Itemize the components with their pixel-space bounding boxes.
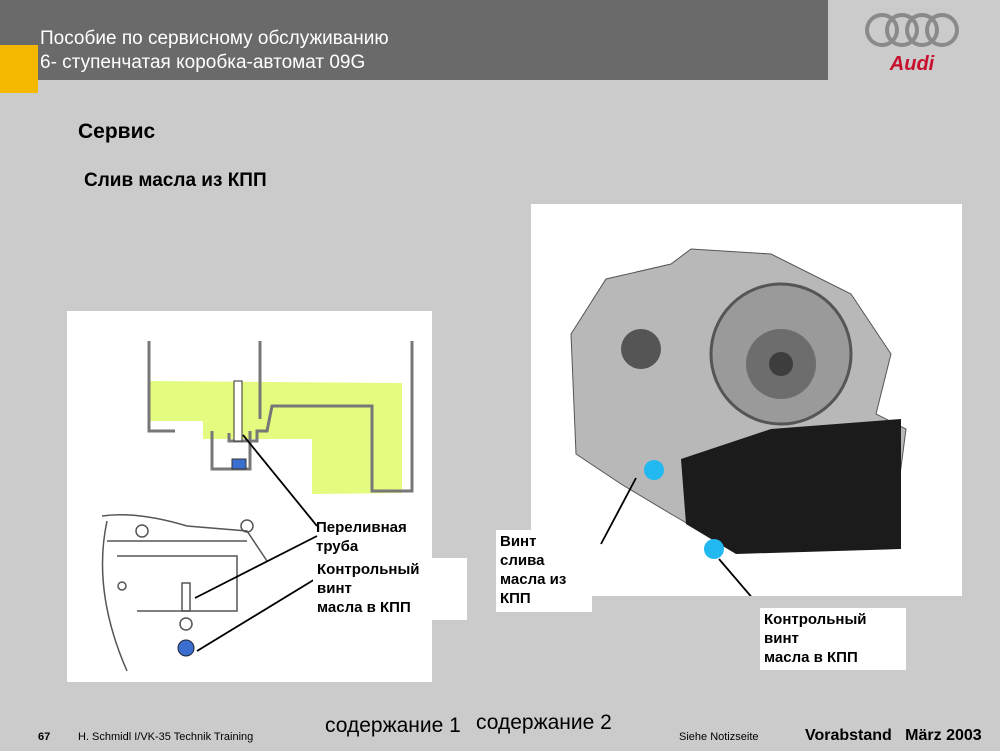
label-line: слива [500, 552, 545, 569]
label-line: масла в КПП [317, 599, 411, 616]
page-subtitle: Слив масла из КПП [84, 170, 267, 191]
accent-block [0, 45, 38, 93]
header-bar [0, 0, 828, 80]
notes-text: Siehe Notizseite [679, 731, 759, 743]
page-title: Сервис [78, 120, 156, 143]
footer-author: H. Schmidl I/VK-35 Technik Training [78, 731, 254, 743]
label-line: масла из [500, 571, 567, 588]
label-overflow-tube: Переливная труба [312, 516, 411, 558]
label-line: винт [764, 630, 799, 647]
label-check-screw-left: Контрольный винт масла в КПП [313, 558, 467, 620]
contents-link-2[interactable]: содержание 2 [476, 711, 612, 734]
label-line: Контрольный [317, 561, 420, 578]
svg-text:Audi: Audi [889, 53, 935, 74]
label-check-screw-right: Контрольный винт масла в КПП [760, 608, 906, 670]
oil-level-diagram [67, 311, 432, 682]
gearbox-photo [531, 204, 962, 615]
label-line: труба [316, 538, 359, 555]
header-title-line1: Пособие по сервисному обслуживанию [40, 28, 389, 49]
label-line: КПП [500, 590, 531, 607]
label-line: Контрольный [764, 611, 867, 628]
audi-logo: Audi [862, 10, 962, 79]
label-line: Переливная [316, 519, 407, 536]
label-drain-screw: Винт слива масла из КПП [496, 530, 592, 612]
header-title-line2: 6- ступенчатая коробка-автомат 09G [40, 52, 366, 73]
contents-link-1[interactable]: содержание 1 [325, 714, 461, 737]
footer-status: Vorabstand März 2003 [805, 727, 982, 744]
label-line: масла в КПП [764, 649, 858, 666]
label-line: Винт [500, 533, 537, 550]
label-line: винт [317, 580, 352, 597]
page-number: 67 [38, 731, 51, 743]
